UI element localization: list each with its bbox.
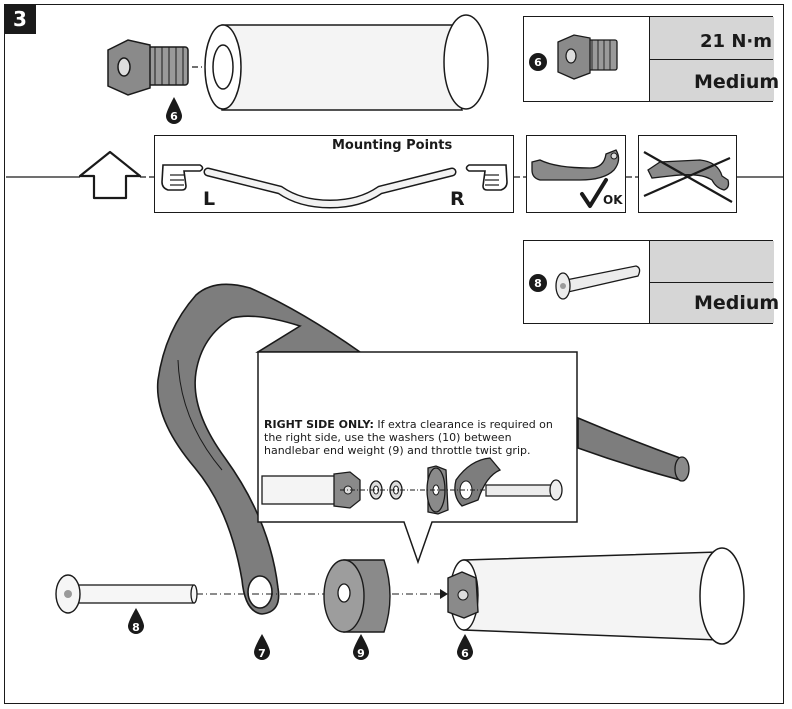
part-number-drop-bolt-8: 8 [128,608,144,634]
ok-label: OK [603,193,623,207]
part-number-drop-bracket-7: 7 [254,634,270,660]
correct-orientation-illustration [531,149,620,181]
torque-spec-box-1 [523,16,774,102]
top-screw-6-illustration [107,39,189,96]
part-number-badge-box2: 8 [529,274,547,292]
incorrect-orientation-illustration [643,151,733,203]
callout-grip-illustration [261,471,361,509]
svg-text:6: 6 [534,56,542,69]
top-grip-illustration [204,14,489,111]
torque-spec-box-2 [523,240,774,324]
bar-end-weight-9-illustration [323,559,391,633]
part-label-top-screw: 6 [170,110,178,123]
threadlock-label-2: Medium [694,292,780,314]
torque-panel-divider [649,59,773,60]
page-frame [4,4,784,704]
svg-text:7: 7 [258,647,266,660]
svg-text:6: 6 [461,647,469,660]
bottom-screw-6-illustration [447,571,479,619]
right-side-label: R [450,188,465,210]
up-arrow-icon [78,150,142,200]
part-number-badge-box1: 6 [529,53,547,71]
callout-body: If extra clearance is required on the ri… [264,418,553,457]
svg-text:8: 8 [534,277,542,290]
callout-bolt-illustration [485,479,563,501]
torque-value: 21 N·m [700,31,772,52]
left-side-label: L [203,188,216,210]
handlebar-illustration [203,167,457,209]
right-side-callout-text: RIGHT SIDE ONLY: If extra clearance is r… [264,418,564,457]
torque-box-2-bolt-illustration [555,265,641,300]
left-pointing-hand-icon [161,164,204,191]
incorrect-orientation-box [638,135,737,213]
torque-box-1-screw-illustration [557,34,618,80]
part-number-drop-weight-9: 9 [353,634,369,660]
checkmark-icon [580,178,608,208]
callout-box [257,351,578,565]
svg-text:8: 8 [132,621,140,634]
mounting-points-title: Mounting Points [332,138,453,153]
callout-weight-illustration [426,465,449,515]
bottom-grip-illustration [449,547,745,645]
threadlock-panel-divider [649,282,773,283]
right-pointing-hand-icon [465,164,508,191]
svg-text:9: 9 [357,647,365,660]
mounting-points-box [154,135,514,213]
threadlock-label-1: Medium [694,71,780,93]
callout-bracket-end-illustration [454,457,502,507]
callout-heading: RIGHT SIDE ONLY: [264,418,374,431]
bottom-bolt-8-illustration [55,574,198,614]
correct-orientation-box [526,135,626,213]
part-number-drop-end-6: 6 [457,634,473,660]
part-number-drop-top-6: 6 [166,97,182,124]
step-number-badge: 3 [4,4,36,34]
